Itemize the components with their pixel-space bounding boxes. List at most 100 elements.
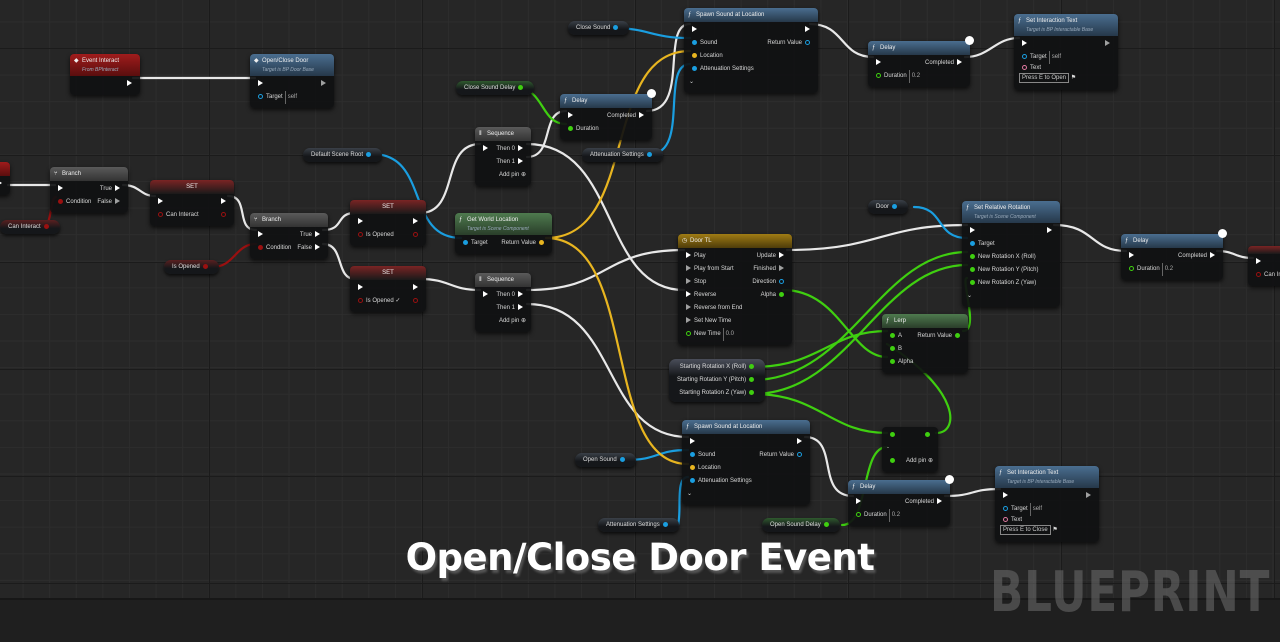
float-pin-icon[interactable]: [925, 431, 930, 437]
exec-pin-icon[interactable]: [258, 80, 263, 87]
object-pin-icon[interactable]: [692, 39, 697, 45]
object-pin-icon[interactable]: [366, 151, 372, 157]
float-pin-icon[interactable]: [518, 84, 524, 90]
object-pin-icon[interactable]: [690, 477, 695, 483]
exec-pin-icon[interactable]: [127, 80, 132, 87]
exec-pin-icon[interactable]: [321, 80, 326, 87]
float-pin-icon[interactable]: [970, 253, 975, 259]
exec-pin-icon[interactable]: [1022, 40, 1027, 47]
node-header[interactable]: ⫴Sequence: [475, 127, 531, 141]
exec-pin-icon[interactable]: [568, 112, 573, 119]
object-pin-icon[interactable]: [646, 151, 652, 157]
vector-pin-icon[interactable]: [690, 464, 695, 470]
variable-open-sound[interactable]: Open Sound: [575, 453, 636, 467]
node-header[interactable]: or: [0, 162, 10, 176]
object-pin-icon[interactable]: [463, 239, 468, 245]
exec-pin-icon[interactable]: [518, 158, 523, 165]
object-pin-icon[interactable]: [613, 24, 619, 30]
float-pin-icon[interactable]: [890, 358, 895, 364]
exec-pin-icon[interactable]: [315, 231, 320, 238]
node-header[interactable]: SET: [150, 180, 234, 194]
float-pin-icon[interactable]: [749, 363, 755, 369]
exec-pin-icon[interactable]: [686, 304, 691, 311]
variable-close-sound[interactable]: Close Sound: [568, 21, 630, 35]
object-pin-icon[interactable]: [662, 521, 668, 527]
exec-pin-icon[interactable]: [957, 59, 962, 66]
bool-pin-icon[interactable]: [358, 297, 363, 303]
variable-open-sound-delay[interactable]: Open Sound Delay: [762, 518, 840, 532]
object-pin-icon[interactable]: [619, 456, 625, 462]
localize-flag-icon[interactable]: ⚑: [1069, 75, 1077, 81]
variable-starting-rotation[interactable]: Starting Rotation X (Roll)Starting Rotat…: [669, 359, 766, 402]
object-pin-icon[interactable]: [797, 451, 802, 457]
left-cut-event-node[interactable]: or: [0, 162, 10, 195]
variable-close-sound-delay[interactable]: Close Sound Delay: [456, 81, 535, 95]
float-pin-icon[interactable]: [970, 266, 975, 272]
float-pin-icon[interactable]: [890, 431, 895, 437]
exec-pin-icon[interactable]: [686, 252, 691, 259]
float-pin-icon[interactable]: [1129, 265, 1134, 271]
object-pin-icon[interactable]: [258, 93, 263, 99]
right-cut-set-node[interactable]: Can Inte: [1248, 246, 1280, 286]
exec-pin-icon[interactable]: [1256, 258, 1261, 265]
exec-pin-icon[interactable]: [692, 26, 697, 33]
bool-pin-icon[interactable]: [58, 198, 63, 204]
exec-pin-icon[interactable]: [1086, 492, 1091, 499]
object-pin-icon[interactable]: [779, 278, 784, 284]
object-pin-icon[interactable]: [1003, 505, 1008, 511]
exec-pin-icon[interactable]: [221, 198, 226, 205]
object-pin-icon[interactable]: [805, 39, 810, 45]
object-pin-icon[interactable]: [970, 240, 975, 246]
object-pin-icon[interactable]: [892, 203, 898, 209]
localize-flag-icon[interactable]: ⚑: [1050, 527, 1058, 533]
object-pin-icon[interactable]: [692, 65, 697, 71]
exec-pin-icon[interactable]: [686, 265, 691, 272]
float-pin-icon[interactable]: [890, 332, 895, 338]
exec-pin-icon[interactable]: [1003, 492, 1008, 499]
bool-pin-icon[interactable]: [221, 211, 226, 217]
pin-default-value[interactable]: 0.2: [908, 70, 922, 83]
float-pin-icon[interactable]: [749, 389, 755, 395]
exec-pin-icon[interactable]: [1105, 40, 1110, 47]
vector-pin-icon[interactable]: [539, 239, 544, 245]
variable-is-opened[interactable]: Is Opened: [164, 260, 219, 274]
exec-pin-icon[interactable]: [797, 438, 802, 445]
exec-pin-icon[interactable]: [158, 198, 163, 205]
bool-pin-icon[interactable]: [1256, 271, 1261, 277]
float-pin-icon[interactable]: [890, 345, 895, 351]
exec-pin-icon[interactable]: [315, 244, 320, 251]
exec-pin-icon[interactable]: [518, 304, 523, 311]
exec-pin-icon[interactable]: [779, 265, 784, 272]
bool-pin-icon[interactable]: [258, 244, 263, 250]
node-header[interactable]: ⑂Branch: [50, 167, 128, 181]
exec-pin-icon[interactable]: [1129, 252, 1134, 259]
float-pin-icon[interactable]: [955, 332, 960, 338]
pin-default-value[interactable]: 0.2: [888, 509, 902, 522]
float-pin-icon[interactable]: [856, 511, 861, 517]
exec-pin-icon[interactable]: [805, 26, 810, 33]
bool-pin-icon[interactable]: [413, 231, 418, 237]
exec-pin-icon[interactable]: [686, 317, 691, 324]
exec-pin-icon[interactable]: [1047, 227, 1052, 234]
exec-pin-icon[interactable]: [258, 231, 263, 238]
float-pin-icon[interactable]: [876, 72, 881, 78]
exec-pin-icon[interactable]: [876, 59, 881, 66]
